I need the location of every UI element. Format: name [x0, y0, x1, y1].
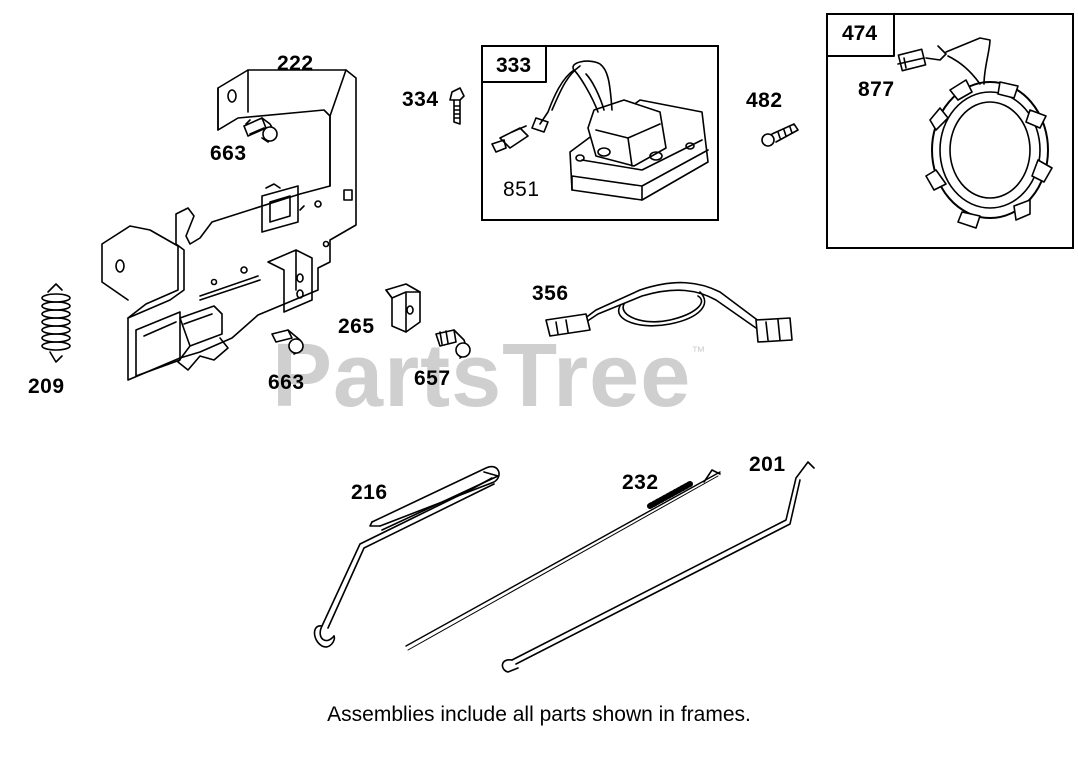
frame-label-474: 474: [842, 22, 878, 45]
part-label-663-lower: 663: [268, 371, 305, 394]
watermark: PartsTree™: [272, 325, 706, 428]
part-label-657: 657: [414, 367, 451, 390]
clip-265: [385, 283, 421, 333]
part-label-482: 482: [746, 89, 783, 112]
part-label-877: 877: [858, 78, 895, 101]
control-bracket-222: [101, 69, 357, 381]
stator-474: [897, 37, 1053, 229]
part-label-265: 265: [338, 315, 375, 338]
rod-216: [313, 465, 500, 648]
screw-482: [761, 123, 799, 147]
link-rod-201: [501, 461, 815, 673]
governor-spring-rod-232: [405, 469, 721, 651]
diagram-caption: Assemblies include all parts shown in fr…: [327, 703, 751, 726]
screw-657: [435, 329, 471, 359]
wire-harness-356: [545, 281, 793, 343]
part-label-334: 334: [402, 88, 439, 111]
part-label-851: 851: [503, 178, 540, 201]
part-label-209: 209: [28, 375, 65, 398]
trademark-mark: ™: [691, 343, 707, 359]
part-label-222: 222: [277, 52, 314, 75]
part-label-232: 232: [622, 471, 659, 494]
screw-334: [449, 87, 465, 125]
frame-333: [481, 45, 719, 221]
part-label-216: 216: [351, 481, 388, 504]
ignition-coil-333: [491, 60, 709, 201]
frame-474: [826, 13, 1074, 249]
part-label-663-upper: 663: [210, 142, 247, 165]
watermark-text: PartsTree: [272, 326, 692, 426]
screw-663-upper: [243, 117, 278, 143]
part-label-356: 356: [532, 282, 569, 305]
screw-663-lower: [271, 329, 304, 355]
spring-209: [41, 283, 71, 363]
part-label-201: 201: [749, 453, 786, 476]
frame-label-333: 333: [496, 54, 532, 77]
